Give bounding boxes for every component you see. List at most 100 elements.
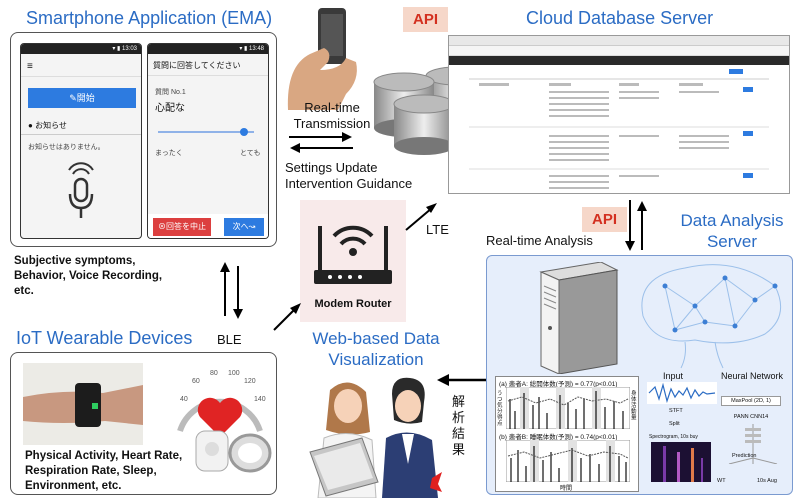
phone-question-screen: ▾ ▮ 13:48 質問に回答してください 質問 No.1 心配な まったく と…: [147, 43, 269, 239]
next-button[interactable]: 次へ↝: [224, 218, 264, 236]
clinicians-viewing-laptop-illustration: [309, 377, 442, 498]
spectrogram-label: Spectrogram, 10s buy: [649, 434, 698, 440]
slider-handle[interactable]: [240, 128, 248, 136]
next-button-label: 次へ: [232, 222, 249, 231]
question-header: 質問に回答してください: [153, 61, 241, 70]
transmission-arrows: [289, 132, 353, 153]
arrow-down-icon: [625, 241, 635, 251]
lte-arrow: [405, 203, 437, 231]
realtime-analysis-label: Real-time Analysis: [486, 233, 593, 248]
divider: [148, 75, 268, 76]
arrow-right-icon: [342, 132, 352, 142]
phone-time: 13:03: [121, 46, 137, 52]
ble-label: BLE: [217, 332, 242, 347]
svg-text:40: 40: [180, 396, 188, 403]
arrow-down-icon: [233, 309, 243, 319]
api-arrows: [625, 200, 647, 251]
analysis-server-title: Data Analysis Server: [680, 211, 784, 251]
chart-a-title: (a) 患者A: 総開体数(予測) = 0.77(p<0.01): [499, 381, 618, 388]
arrow-left-icon: [437, 374, 449, 386]
output-right-label: 10s Aug: [757, 478, 777, 484]
ble-arrows: [220, 262, 243, 319]
arrow-left-icon: [290, 143, 300, 153]
router-arrow: [273, 303, 301, 331]
notice-body: お知らせはありません。: [28, 144, 105, 151]
hamburger-menu-icon[interactable]: ≡: [27, 61, 33, 72]
notice-title: お知らせ: [35, 121, 67, 130]
info-icon: ●: [28, 121, 33, 130]
alert-burst-icon: [430, 472, 442, 492]
maxpool-box: MaxPool (2D, 1): [721, 396, 781, 406]
depression-activity-chart: (a) 患者A: 総開体数(予測) = 0.77(p<0.01) (b) 患者B…: [495, 376, 639, 492]
server-tower-icon: [539, 262, 619, 374]
heart-rate-gauge: 40 60 80 100 120 140: [177, 370, 266, 437]
scale-low-label: まったく: [155, 150, 183, 157]
database-table-preview: [469, 69, 769, 189]
web-navbar: [449, 56, 789, 65]
phone-status-bar: ▾ ▮ 13:03: [21, 44, 141, 54]
spectrogram-plot: [651, 442, 711, 482]
sensor-devices: [195, 430, 272, 473]
browser-tabbar: [449, 36, 789, 46]
iot-title: IoT Wearable Devices: [16, 328, 193, 348]
stop-answer-button[interactable]: ⊗回答を中止: [153, 218, 211, 236]
stop-button-label: 回答を中止: [166, 222, 206, 231]
y-axis-right-label: 身体活動量: [631, 391, 637, 421]
cloud-db-title: Cloud Database Server: [526, 8, 714, 28]
divider: [21, 76, 141, 77]
phone-home-screen: ▾ ▮ 13:03 ≡ ✎開始 ● お知らせ お知らせはありません。: [20, 43, 142, 239]
analysis-result-arrow: [437, 374, 486, 386]
divider: [21, 134, 141, 135]
cloud-db-browser-screenshot: [448, 35, 790, 194]
router-icon: [314, 225, 392, 284]
prediction-label: Prediction: [732, 453, 757, 459]
svg-text:80: 80: [210, 370, 218, 377]
iot-caption: Physical Activity, Heart Rate, Respirati…: [25, 450, 183, 492]
wristband-photo: [23, 363, 143, 445]
chart-b-plot: [506, 440, 630, 482]
output-left-label: WT: [717, 478, 726, 484]
nn-title: Neural Network: [721, 371, 784, 381]
arrow-up-icon: [220, 262, 230, 272]
split-label: Split: [669, 421, 680, 427]
api-badge-top: API: [403, 7, 449, 32]
start-button[interactable]: ✎開始: [28, 88, 136, 108]
neural-brain-icon: [641, 264, 782, 369]
question-text: 心配な: [155, 103, 185, 114]
router-label: Modem Router: [314, 298, 392, 310]
nn-input-label: Input: [663, 371, 684, 381]
smartphone-app-panel: ▾ ▮ 13:03 ≡ ✎開始 ● お知らせ お知らせはありません。 ▾ ▮ 1…: [10, 32, 277, 247]
settings-update-label: Settings Update Intervention Guidance: [285, 160, 413, 191]
browser-addressbar: [449, 46, 789, 56]
notice-heading: ● お知らせ: [28, 120, 67, 131]
hand-holding-phone-icon: [287, 8, 357, 110]
chart-a-plot: [506, 387, 630, 429]
router-tile: Modem Router: [300, 200, 406, 322]
database-icon: [393, 94, 455, 155]
app-caption: Subjective symptoms, Behavior, Voice Rec…: [14, 255, 163, 297]
realtime-transmission-label: Real-time Transmission: [293, 100, 371, 131]
answer-slider[interactable]: [158, 131, 254, 133]
svg-text:120: 120: [244, 378, 256, 385]
analysis-panel: (a) 患者A: 総開体数(予測) = 0.77(p<0.01) (b) 患者B…: [486, 255, 793, 495]
audio-waveform-icon: [647, 382, 717, 404]
arrow-up-right-icon: [426, 203, 437, 213]
question-number: 質問 No.1: [155, 89, 186, 96]
smartphone-app-title: Smartphone Application (EMA): [26, 8, 273, 28]
heart-icon: [197, 397, 243, 437]
svg-text:100: 100: [228, 370, 240, 377]
api-badge-right: API: [582, 207, 628, 232]
y-axis-left-label: うつ気分得点: [497, 391, 503, 427]
visualization-title: Web-based Data Visualization: [312, 329, 440, 369]
nn-layers-diagram: [728, 424, 778, 464]
stft-label: STFT: [669, 408, 683, 414]
arrow-up-right-icon: [290, 303, 301, 314]
microphone-icon[interactable]: [59, 158, 103, 220]
svg-text:60: 60: [192, 378, 200, 385]
chart-b-title: (b) 患者B: 睡眠体数(予測) = 0.74(p<0.01): [499, 434, 618, 441]
analysis-result-label: 解析結果: [452, 394, 466, 457]
pann-label: PANN CNN14: [733, 414, 769, 420]
phone-status-bar: ▾ ▮ 13:48: [148, 44, 268, 54]
phone-time: 13:48: [248, 46, 264, 52]
